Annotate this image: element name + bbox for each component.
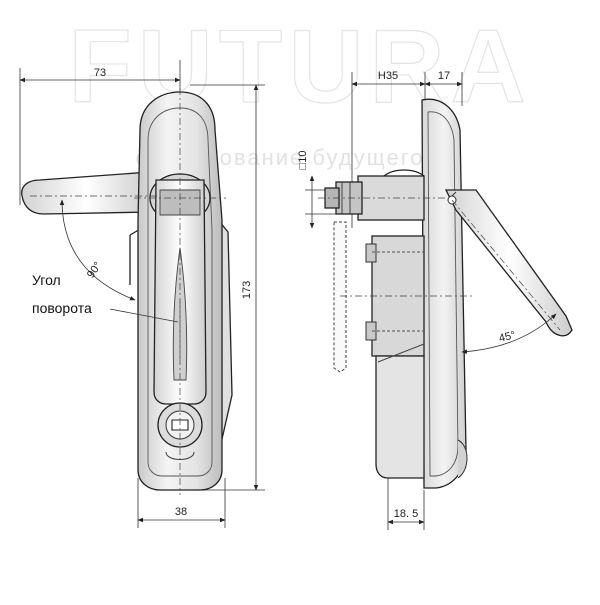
dim-square-label: □10 bbox=[297, 151, 309, 170]
dim-17-label: 17 bbox=[438, 70, 450, 82]
annotation-line2: поворота bbox=[32, 300, 92, 316]
cam-bar bbox=[333, 221, 347, 373]
dim-h35-label: H35 bbox=[378, 70, 398, 82]
lever-arm bbox=[21, 171, 151, 215]
side-view: H35 17 □10 18. 5 bbox=[297, 70, 573, 530]
dim-73-label: 73 bbox=[94, 67, 106, 79]
annotation-line1: Угол bbox=[32, 272, 61, 288]
rotation-arc-90 bbox=[59, 199, 136, 301]
rotation-arc-45 bbox=[461, 313, 557, 354]
angle-45-label: 45° bbox=[498, 329, 517, 345]
side-handle-open bbox=[444, 189, 573, 337]
dim-18-5-label: 18. 5 bbox=[394, 508, 418, 520]
front-view: 73 173 38 bbox=[19, 60, 265, 528]
angle-90-label: 90° bbox=[85, 260, 104, 281]
dim-38-label: 38 bbox=[175, 506, 187, 518]
watermark-brand: FUTURA bbox=[68, 9, 531, 125]
dim-173-label: 173 bbox=[241, 281, 253, 299]
side-lower-body bbox=[375, 355, 425, 479]
